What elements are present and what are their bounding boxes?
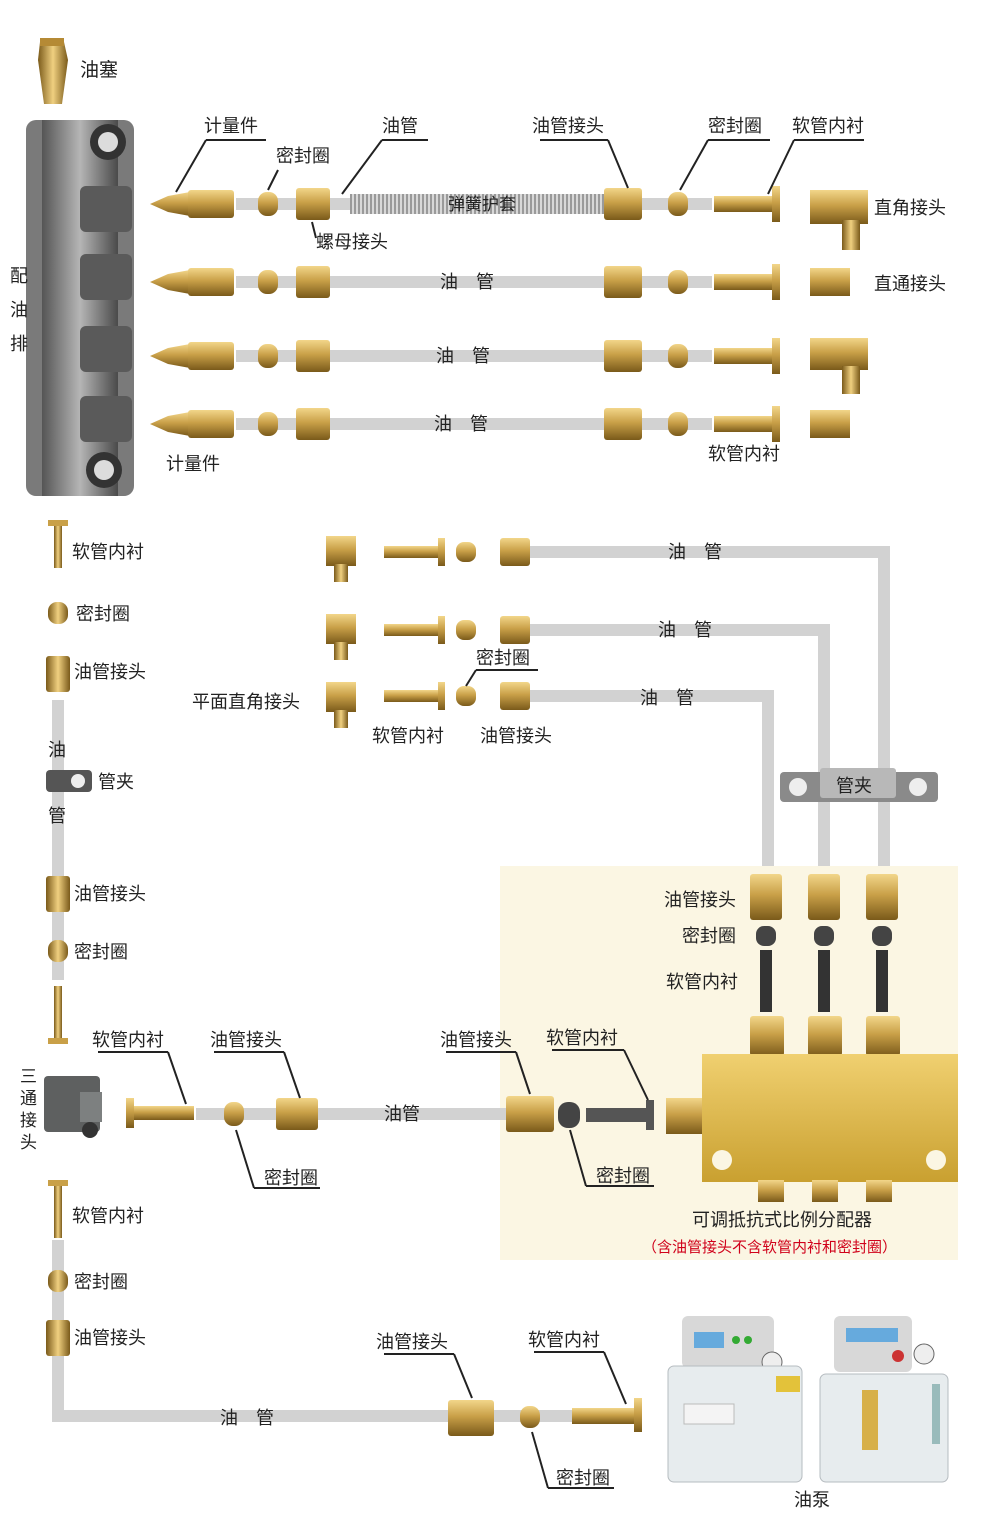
- label-left-seal1: 密封圈: [76, 604, 130, 625]
- label-mid-tube3: 油 管: [640, 688, 694, 709]
- oil-plug-part: [38, 38, 68, 104]
- label-b-liner2: 软管内衬: [528, 1330, 600, 1351]
- label-plug: 油塞: [80, 59, 118, 81]
- label-clamp2: 管夹: [836, 776, 872, 797]
- label-tubejoint1: 油管接头: [532, 116, 604, 137]
- label-mid-tube2: 油 管: [658, 620, 712, 641]
- label-mid-tube1: 油 管: [668, 542, 722, 563]
- label-pump: 油泵: [794, 1490, 830, 1511]
- oil-pump-2: [819, 1316, 949, 1483]
- label-tube-row2: 油 管: [440, 272, 494, 293]
- label-dist-joint: 油管接头: [664, 890, 736, 911]
- left-vertical-chain: [44, 520, 454, 1422]
- label-dist-liner: 软管内衬: [666, 972, 738, 993]
- label-b-seal: 密封圈: [74, 1272, 128, 1293]
- label-meter1: 计量件: [204, 116, 258, 137]
- label-dist-seal: 密封圈: [682, 926, 736, 947]
- row3-parts: [150, 338, 868, 394]
- label-b-liner: 软管内衬: [72, 1206, 144, 1227]
- label-left-tube-1: 油: [48, 740, 66, 761]
- label-tee-4: 头: [20, 1133, 37, 1153]
- label-distributor-note: （含油管接头不含软管内衬和密封圈）: [642, 1238, 897, 1256]
- oil-pump-1: [667, 1316, 803, 1483]
- label-b-tube: 油 管: [220, 1408, 274, 1429]
- h-line-parts: [126, 1096, 654, 1132]
- label-tube1: 油管: [382, 116, 418, 137]
- label-h-seal2: 密封圈: [596, 1166, 650, 1187]
- manifold-bar-part: [26, 120, 134, 496]
- label-left-seal2: 密封圈: [74, 942, 128, 963]
- label-h-joint: 油管接头: [210, 1030, 282, 1051]
- row1-parts: [150, 186, 868, 250]
- label-mid-seal: 密封圈: [476, 648, 530, 669]
- row2-parts: [150, 264, 850, 300]
- distributor-assembly: [666, 874, 958, 1202]
- label-liner1: 软管内衬: [792, 116, 864, 137]
- label-straight: 直通接头: [874, 274, 946, 295]
- label-b-seal2: 密封圈: [556, 1468, 610, 1489]
- label-seal2: 密封圈: [708, 116, 762, 137]
- label-plane-elbow: 平面直角接头: [192, 692, 300, 713]
- label-h-liner2: 软管内衬: [546, 1028, 618, 1049]
- label-left-clamp: 管夹: [98, 772, 134, 793]
- row4-parts: [150, 406, 850, 442]
- label-tee-3: 接: [20, 1111, 37, 1131]
- label-h-seal: 密封圈: [264, 1168, 318, 1189]
- label-h-liner: 软管内衬: [92, 1030, 164, 1051]
- label-left-liner1: 软管内衬: [72, 542, 144, 563]
- label-mid-liner: 软管内衬: [372, 726, 444, 747]
- label-b-joint2: 油管接头: [376, 1332, 448, 1353]
- label-manifold-2: 油: [10, 300, 28, 321]
- label-tee-2: 通: [20, 1089, 37, 1109]
- label-tube-row4: 油 管: [434, 414, 488, 435]
- label-manifold-3: 排: [10, 334, 28, 355]
- label-elbow: 直角接头: [874, 198, 946, 219]
- label-spring: 弹簧护套: [448, 195, 516, 215]
- label-left-tube-2: 管: [48, 806, 66, 827]
- label-h-joint2: 油管接头: [440, 1030, 512, 1051]
- label-tee-1: 三: [20, 1067, 37, 1087]
- label-tube-row3: 油 管: [436, 346, 490, 367]
- label-b-joint: 油管接头: [74, 1328, 146, 1349]
- middle-lines: [326, 536, 890, 876]
- bottom-line-parts: [448, 1398, 642, 1436]
- clamp2-part: [780, 768, 938, 802]
- label-manifold-1: 配: [10, 266, 28, 287]
- label-seal1: 密封圈: [276, 146, 330, 167]
- label-mid-joint: 油管接头: [480, 726, 552, 747]
- label-meter2: 计量件: [166, 454, 220, 475]
- label-left-joint2: 油管接头: [74, 884, 146, 905]
- label-nut: 螺母接头: [316, 232, 388, 253]
- label-liner2: 软管内衬: [708, 444, 780, 465]
- label-distributor: 可调抵抗式比例分配器: [692, 1210, 872, 1231]
- label-h-tube: 油管: [384, 1104, 420, 1125]
- label-left-joint1: 油管接头: [74, 662, 146, 683]
